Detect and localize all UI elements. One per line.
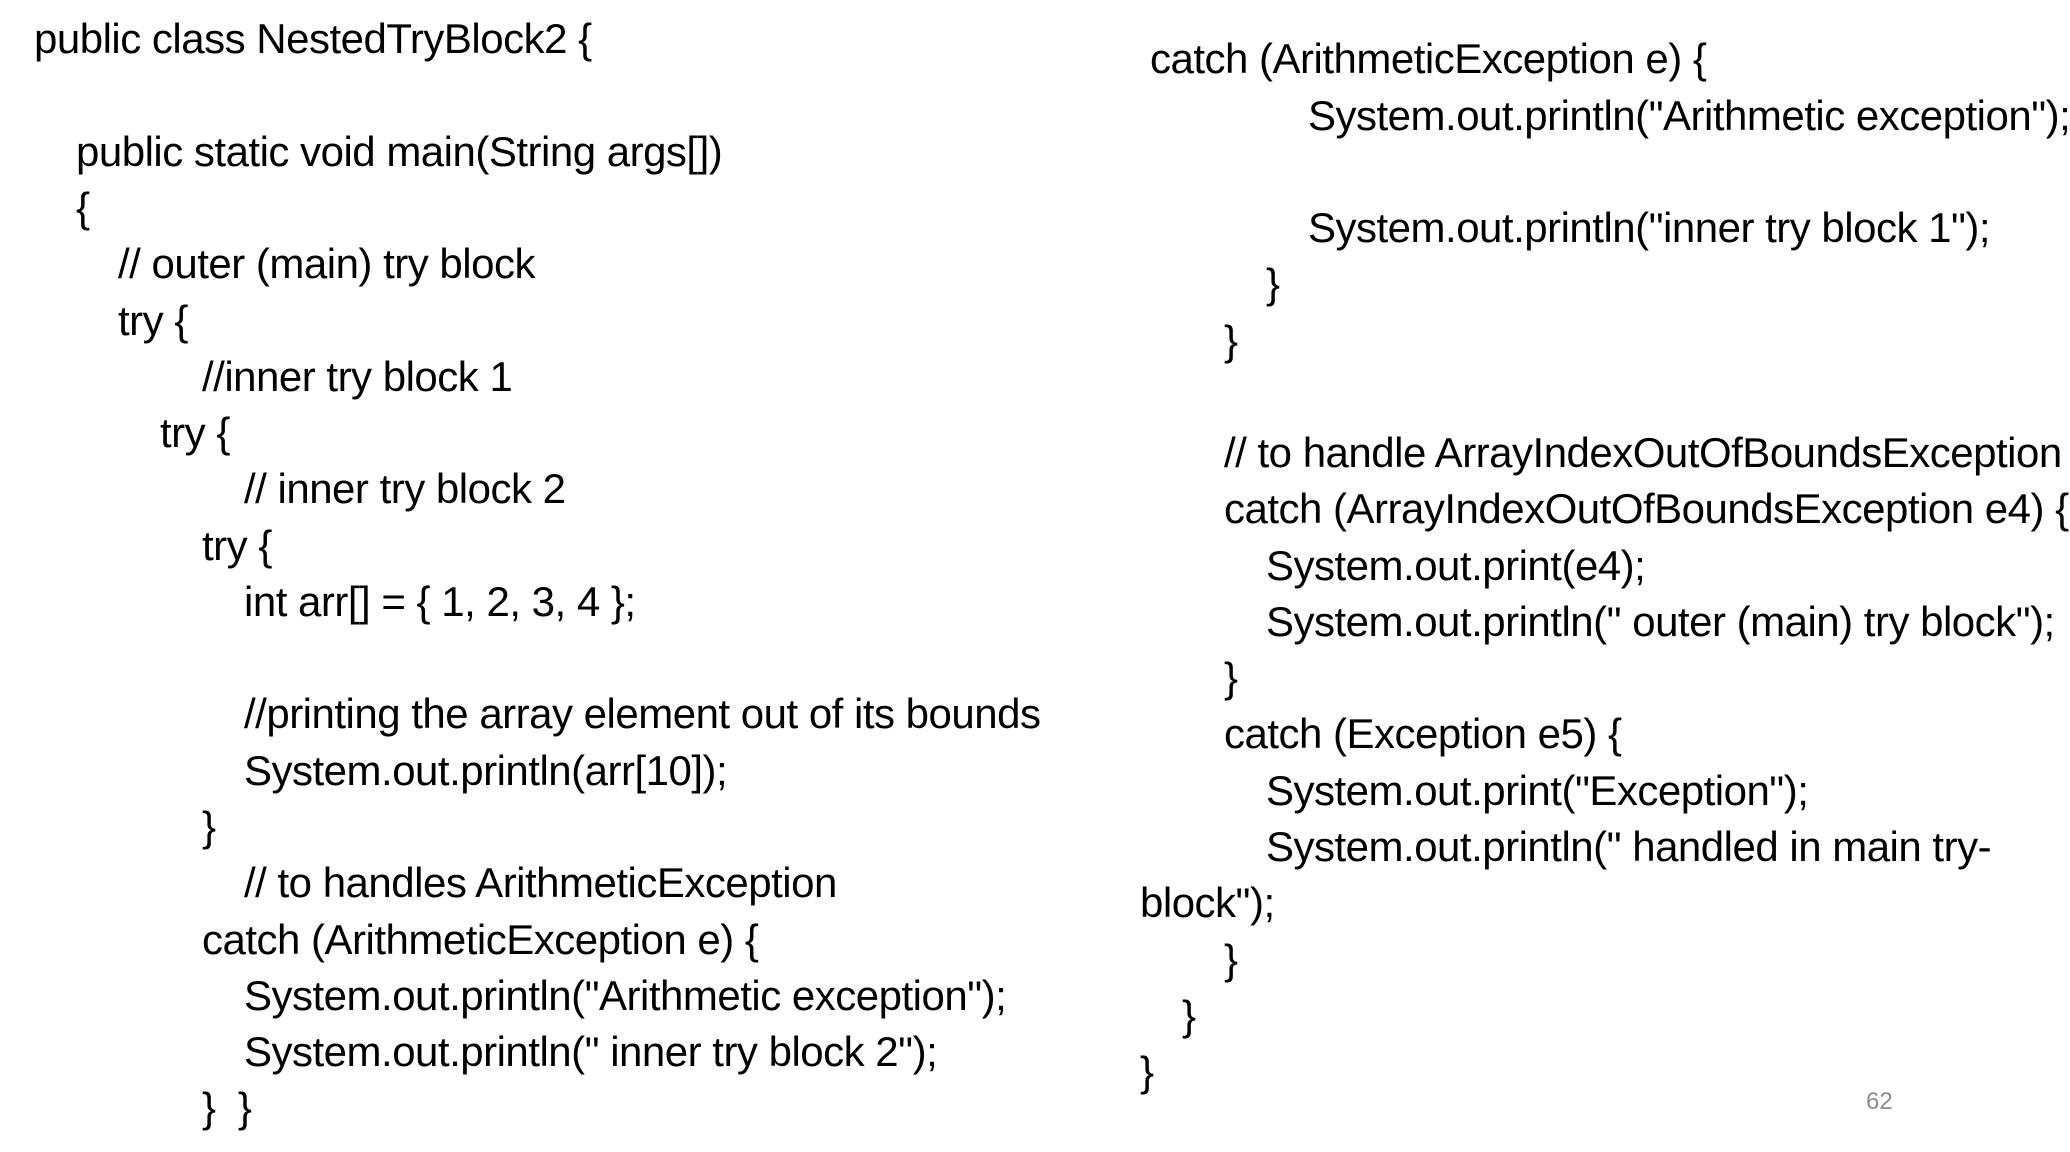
code-line: try { bbox=[202, 522, 272, 569]
code-line: public static void main(String args[]) bbox=[76, 128, 723, 175]
code-line: public class NestedTryBlock2 { bbox=[34, 15, 592, 62]
code-line: } bbox=[1182, 992, 1196, 1039]
code-line: } bbox=[1140, 1048, 1154, 1095]
code-line: } bbox=[202, 803, 216, 850]
code-line: } } bbox=[202, 1084, 252, 1131]
code-line: System.out.print(e4); bbox=[1266, 542, 1646, 589]
code-line: } bbox=[1224, 654, 1238, 701]
code-line: System.out.print("Exception"); bbox=[1266, 767, 1809, 814]
code-line: int arr[] = { 1, 2, 3, 4 }; bbox=[244, 578, 636, 625]
code-line: System.out.println(arr[10]); bbox=[244, 747, 728, 794]
code-line: } bbox=[1224, 936, 1238, 983]
code-line: block"); bbox=[1140, 879, 1275, 926]
code-comment: // to handles ArithmeticException bbox=[244, 859, 837, 906]
code-line: } bbox=[1266, 260, 1280, 307]
code-line: System.out.println("Arithmetic exception… bbox=[1308, 92, 2070, 139]
slide-number: 62 bbox=[1866, 1088, 1893, 1115]
code-line: System.out.println(" handled in main try… bbox=[1266, 823, 1992, 870]
code-line: catch (ArithmeticException e) { bbox=[1150, 35, 1707, 82]
code-line: try { bbox=[160, 409, 230, 456]
code-comment: //inner try block 1 bbox=[202, 353, 513, 400]
code-column-left: public class NestedTryBlock2 { public st… bbox=[34, 15, 1041, 1131]
code-line: System.out.println("Arithmetic exception… bbox=[244, 972, 1007, 1019]
code-comment: // to handle ArrayIndexOutOfBoundsExcept… bbox=[1224, 429, 2062, 476]
code-line: } bbox=[1224, 317, 1238, 364]
code-line: catch (ArrayIndexOutOfBoundsException e4… bbox=[1224, 485, 2069, 532]
code-line: System.out.println("inner try block 1"); bbox=[1308, 204, 1991, 251]
code-line: catch (Exception e5) { bbox=[1224, 710, 1622, 757]
code-comment: // inner try block 2 bbox=[244, 465, 566, 512]
code-comment: // outer (main) try block bbox=[118, 240, 535, 287]
code-comment: //printing the array element out of its … bbox=[244, 690, 1041, 737]
code-line: try { bbox=[118, 297, 188, 344]
code-line: System.out.println(" inner try block 2")… bbox=[244, 1028, 938, 1075]
code-column-right: catch (ArithmeticException e) { System.o… bbox=[1130, 0, 2070, 1152]
code-line: { bbox=[76, 184, 90, 231]
code-line: catch (ArithmeticException e) { bbox=[202, 916, 759, 963]
code-line: System.out.println(" outer (main) try bl… bbox=[1266, 598, 2055, 645]
